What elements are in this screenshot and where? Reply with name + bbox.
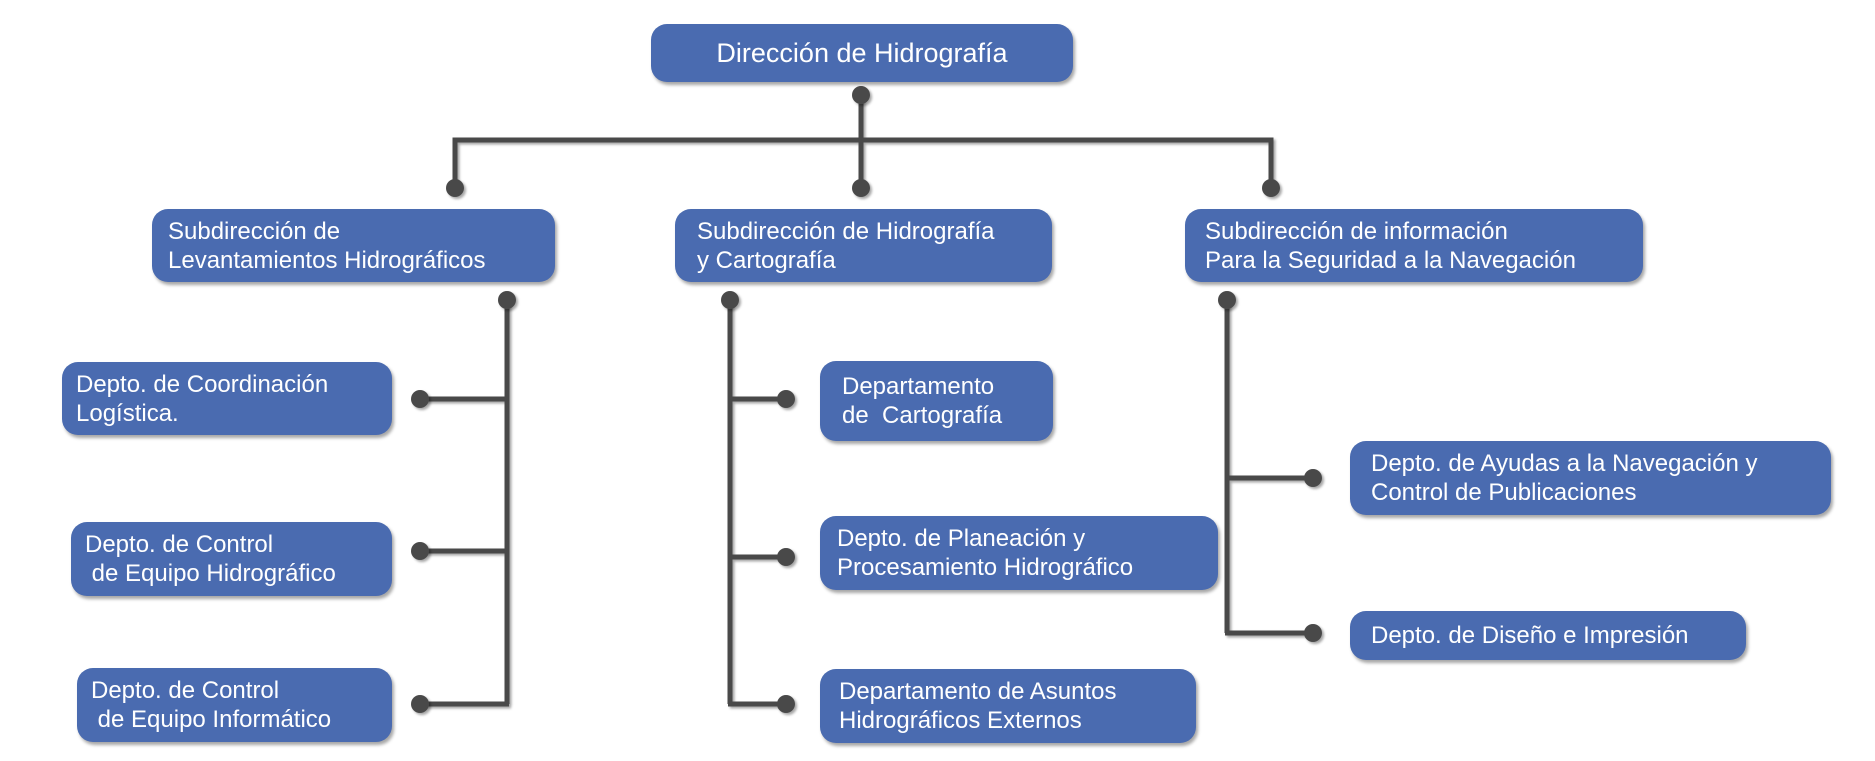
- connector-dot: [852, 179, 870, 197]
- node-label-line: Departamento: [842, 373, 995, 400]
- connector-dot: [777, 390, 795, 408]
- depto-cartografia[interactable]: Departamento de Cartografía: [820, 361, 1053, 441]
- connector-dot: [1262, 179, 1280, 197]
- connector-dot: [1218, 291, 1236, 309]
- node-label-line: Para la Seguridad a la Navegación: [1205, 246, 1576, 274]
- node-label-line: Depto. de Diseño e Impresión: [1371, 622, 1689, 649]
- connector-dot: [777, 695, 795, 713]
- node-label-line: Procesamiento Hidrográfico: [837, 554, 1134, 581]
- node-label-line: Subdirección de Hidrografía: [697, 217, 995, 245]
- depto-diseno-impresion[interactable]: Depto. de Diseño e Impresión: [1350, 611, 1746, 660]
- depto-control-equipo-informatico[interactable]: Depto. de Control de Equipo Informático: [77, 668, 392, 742]
- subdireccion-levantamientos[interactable]: Subdirección de Levantamientos Hidrográf…: [152, 209, 555, 282]
- connector-dot: [777, 548, 795, 566]
- root-label: Dirección de Hidrografía: [716, 37, 1008, 68]
- node-label-line: de Equipo Hidrográfico: [85, 560, 336, 587]
- depto-ayudas-navegacion[interactable]: Depto. de Ayudas a la Navegación y Contr…: [1350, 441, 1831, 515]
- connector-dot: [498, 291, 516, 309]
- connector-dot: [411, 695, 429, 713]
- node-label-line: Subdirección de información: [1205, 217, 1508, 245]
- root-node[interactable]: Dirección de Hidrografía: [651, 24, 1073, 82]
- depto-asuntos-hidrograficos-externos[interactable]: Departamento de Asuntos Hidrográficos Ex…: [820, 669, 1196, 743]
- node-label-line: Control de Publicaciones: [1371, 479, 1637, 506]
- connector-dot: [721, 291, 739, 309]
- node-label-line: Depto. de Control: [85, 531, 274, 558]
- subdireccion-seguridad-navegacion[interactable]: Subdirección de información Para la Segu…: [1185, 209, 1643, 282]
- depto-coordinacion-logistica[interactable]: Depto. de Coordinación Logística.: [62, 362, 392, 435]
- connector-dot: [852, 86, 870, 104]
- subdireccion-hidrografia-cartografia[interactable]: Subdirección de Hidrografía y Cartografí…: [675, 209, 1052, 282]
- connector-dot: [1304, 469, 1322, 487]
- node-label-line: Levantamientos Hidrográficos: [168, 246, 486, 274]
- node-label-line: Depto. de Planeación y: [837, 525, 1086, 552]
- depto-planeacion-procesamiento[interactable]: Depto. de Planeación y Procesamiento Hid…: [820, 516, 1218, 590]
- node-label-line: Hidrográficos Externos: [839, 707, 1082, 734]
- connector-dot: [411, 542, 429, 560]
- node-label-line: Depto. de Ayudas a la Navegación y: [1371, 450, 1758, 477]
- node-label-line: y Cartografía: [697, 246, 836, 274]
- node-label-line: Logística.: [76, 399, 179, 427]
- top-branch-line: [452, 137, 1274, 188]
- node-label-line: de Equipo Informático: [91, 706, 332, 733]
- connector-dot: [411, 390, 429, 408]
- node-label-line: Departamento de Asuntos: [839, 678, 1117, 705]
- node-label-line: Subdirección de: [168, 217, 341, 245]
- node-label-line: de Cartografía: [842, 402, 1003, 429]
- node-label-line: Depto. de Coordinación: [76, 370, 329, 398]
- depto-control-equipo-hidrografico[interactable]: Depto. de Control de Equipo Hidrográfico: [71, 522, 392, 596]
- connector-dot: [446, 179, 464, 197]
- connector-dot: [1304, 624, 1322, 642]
- node-label-line: Depto. de Control: [91, 677, 280, 704]
